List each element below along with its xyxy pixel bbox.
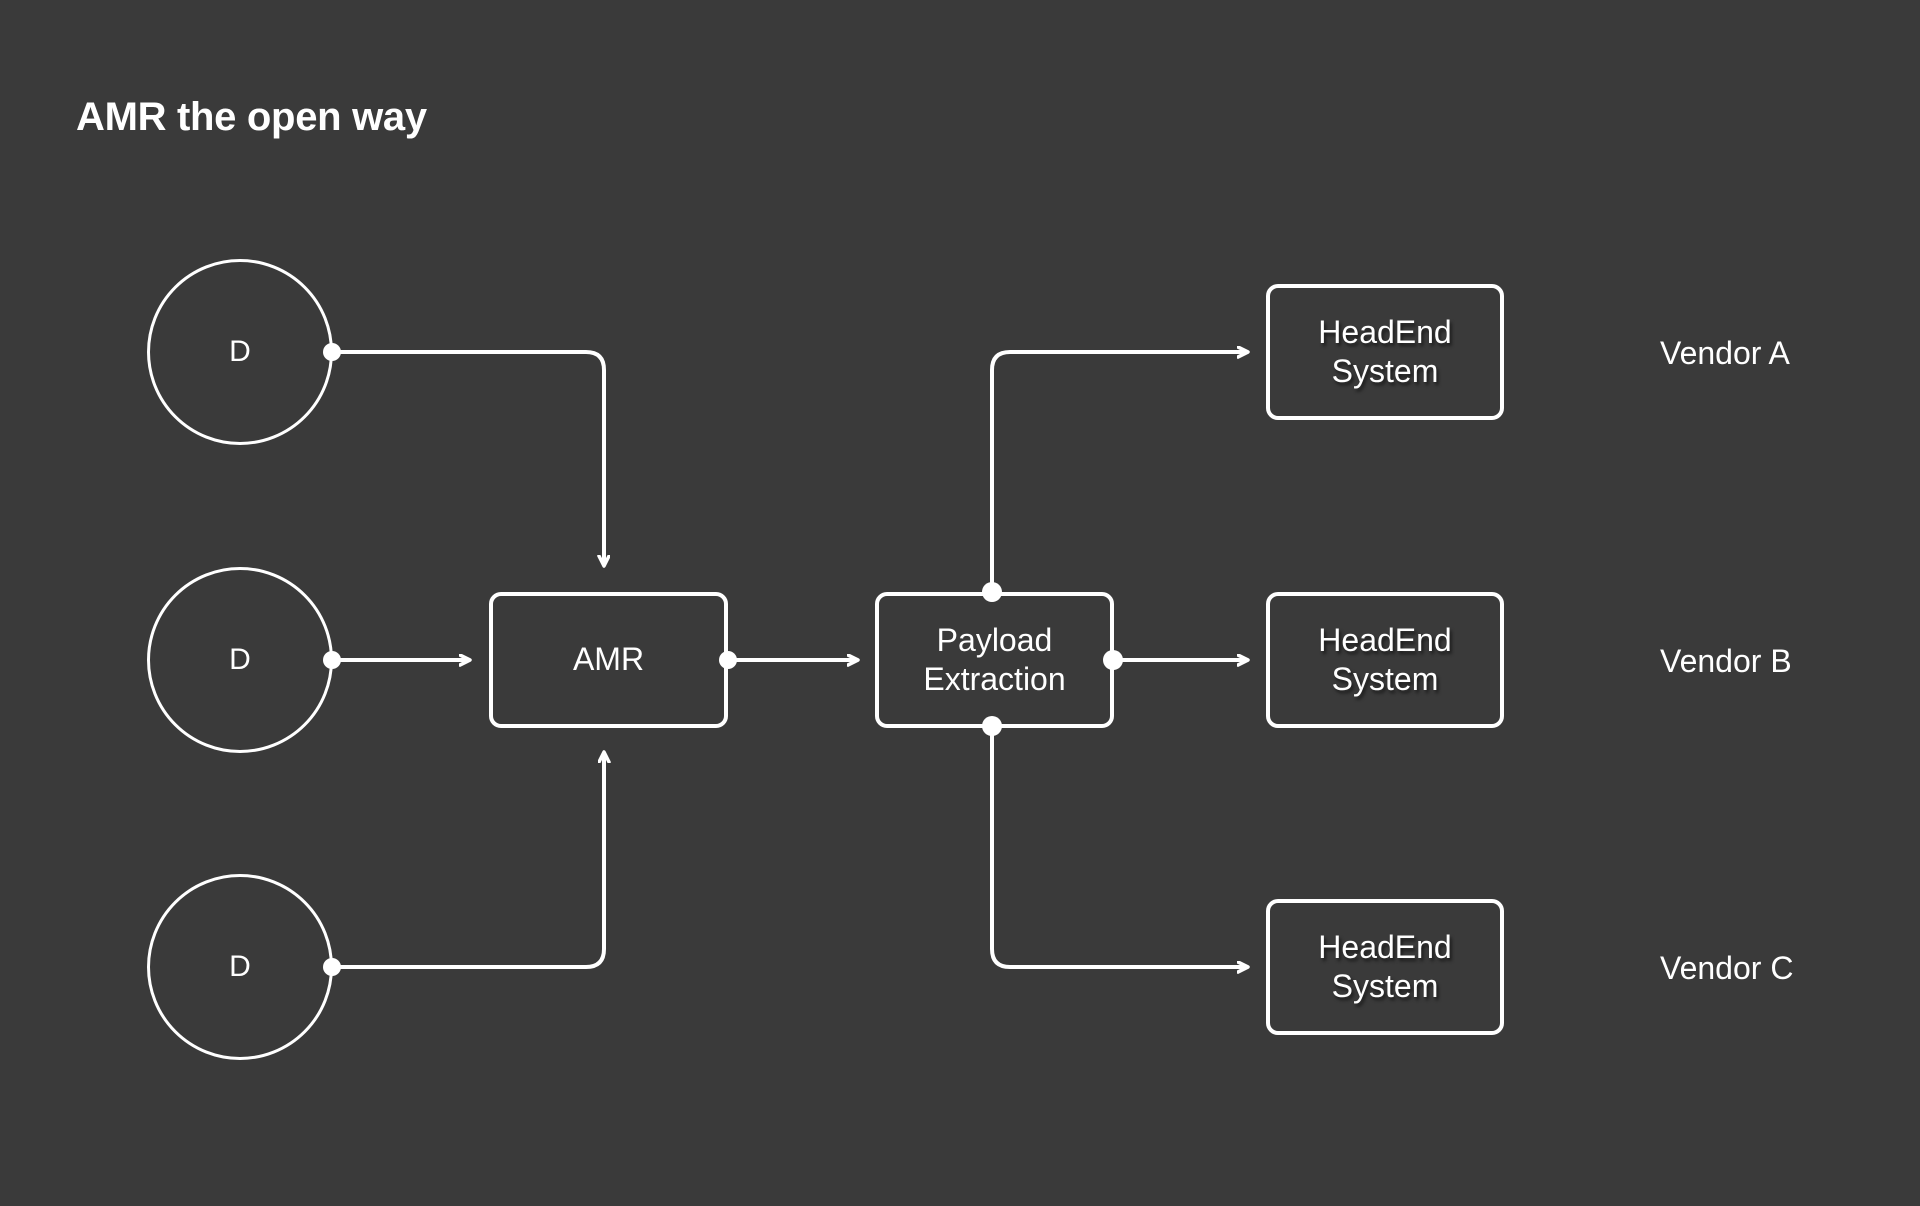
amr-node[interactable]: AMR <box>489 592 728 728</box>
edge-payload-to-headend-a <box>990 352 1248 590</box>
headend-label-line1: HeadEnd <box>1318 313 1452 350</box>
edge-payload-to-headend-c <box>990 726 1248 967</box>
page-title: AMR the open way <box>76 95 427 139</box>
device-node-top[interactable]: D <box>147 259 333 445</box>
headend-system-node-b[interactable]: HeadEnd System <box>1266 592 1504 728</box>
device-label: D <box>229 335 251 368</box>
payload-extraction-label-line1: Payload <box>936 621 1053 658</box>
headend-label-line2: System <box>1331 353 1439 389</box>
amr-label: AMR <box>572 641 645 678</box>
device-node-middle[interactable]: D <box>147 567 333 753</box>
headend-label-line2: System <box>1331 968 1439 1004</box>
headend-label-line1: HeadEnd <box>1318 621 1452 658</box>
vendor-label-c: Vendor C <box>1660 950 1794 986</box>
payload-extraction-node[interactable]: Payload Extraction <box>875 592 1114 728</box>
device-label: D <box>229 643 251 676</box>
headend-system-node-c[interactable]: HeadEnd System <box>1266 899 1504 1035</box>
vendor-label-a: Vendor A <box>1660 335 1790 371</box>
vendor-label-b: Vendor B <box>1660 643 1792 679</box>
device-label: D <box>229 950 251 983</box>
device-node-bottom[interactable]: D <box>147 874 333 1060</box>
edge-device-top-to-amr <box>333 350 604 566</box>
edge-device-bottom-to-amr <box>333 752 604 969</box>
payload-extraction-label-line2: Extraction <box>923 661 1066 697</box>
headend-system-node-a[interactable]: HeadEnd System <box>1266 284 1504 420</box>
headend-label-line2: System <box>1331 661 1439 697</box>
headend-label-line1: HeadEnd <box>1318 928 1452 965</box>
